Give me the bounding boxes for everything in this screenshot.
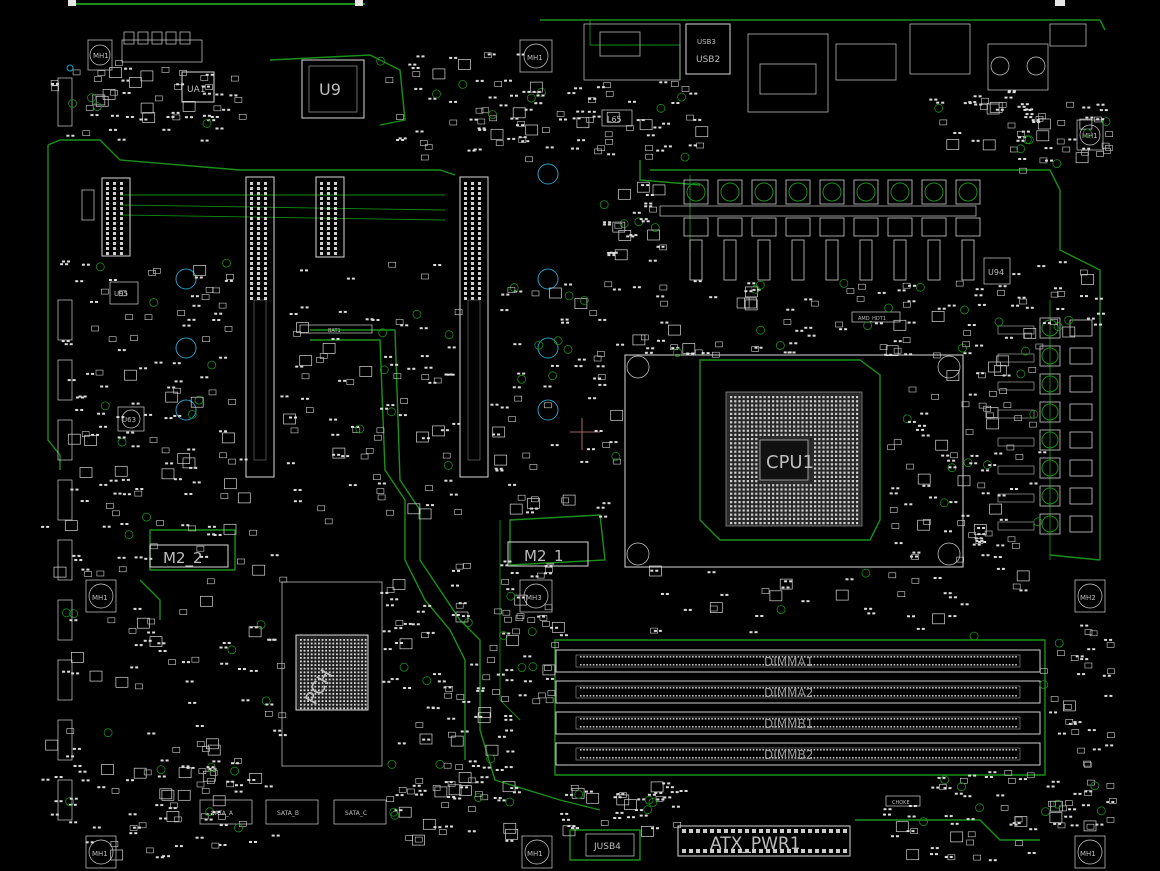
chip-u94-label: U94 — [988, 268, 1004, 277]
chip-u9 — [301, 59, 365, 119]
m2-1-label: M2_1 — [524, 547, 564, 566]
jusb4-trace — [569, 829, 641, 861]
mh-label: MH1 — [527, 850, 543, 858]
smd-components — [41, 52, 1117, 862]
dimm-b2-label: DIMMB2 — [764, 748, 813, 762]
header-top-left — [57, 31, 203, 127]
amd-hdt-label: AMD_HDT1 — [858, 316, 886, 322]
jusb4-header — [585, 833, 635, 857]
vrm-choke-column — [997, 317, 1093, 535]
vrm-choke-row — [683, 179, 981, 281]
io-trace — [589, 20, 681, 80]
pcie-slot-right — [459, 176, 489, 478]
sata-b-label: SATA_B — [277, 810, 299, 817]
sata-c-label: SATA_C — [345, 810, 367, 817]
misc-trace-left — [139, 579, 161, 620]
chip-ua1 — [181, 71, 215, 103]
dimm-b1-label: DIMMB1 — [764, 717, 813, 731]
mh-label: MH1 — [92, 850, 108, 858]
chip-u95 — [109, 281, 139, 305]
misc-trace-c — [499, 520, 521, 721]
mounting-holes — [66, 64, 559, 421]
choke-label: CHOKE — [892, 800, 910, 806]
atx-power-connector — [677, 825, 851, 857]
cpu-pin-grid — [730, 396, 859, 525]
atx-power-label: ATX_PWR1 — [710, 834, 801, 854]
right-vrm-trace — [650, 169, 1101, 560]
left-edge-trace — [47, 145, 61, 470]
pcie-slot-mid — [315, 176, 345, 258]
amd-hdt-header — [851, 311, 901, 323]
chip-u94 — [983, 257, 1011, 285]
mh-label: MH1 — [527, 54, 543, 62]
mh-label: MH1 — [93, 52, 109, 60]
battery-label: BAT1 — [328, 328, 341, 334]
mh3-label: MH3 — [526, 594, 542, 602]
m2-1-slot — [507, 541, 589, 567]
inductor-l65-label: L65 — [607, 115, 622, 124]
pcie-bus-traces — [119, 194, 446, 221]
mh2-label: MH2 — [1080, 594, 1096, 602]
atx-power-pins — [682, 829, 847, 853]
dimm-a2-label: DIMMA2 — [764, 686, 813, 700]
cpu-socket-trace — [699, 359, 881, 541]
mh-label: MH1 — [92, 594, 108, 602]
top-pad — [68, 0, 76, 6]
sata-connectors — [199, 799, 387, 825]
right-vrm-trace-2 — [1049, 554, 1101, 561]
dimm-a1-label: DIMMA1 — [764, 655, 813, 669]
battery-holder — [299, 324, 373, 334]
io-connectors — [583, 23, 1087, 113]
usb2-label: USB2 — [696, 55, 720, 65]
bottom-right-trace — [855, 819, 1040, 841]
crosshair-marker — [570, 418, 600, 450]
usb3-label: USB3 — [697, 38, 716, 46]
pcie-x1-left — [81, 177, 131, 257]
misc-trace-top — [639, 160, 701, 186]
jusb4-label: JUSB4 — [593, 842, 621, 852]
chip-u9-label: U9 — [319, 80, 341, 99]
center-long-trace-2 — [310, 339, 466, 760]
m2-2-label: M2_2 — [163, 549, 203, 568]
sata-a-label: SATA_A — [211, 810, 234, 817]
cpu-label: CPU1 — [766, 452, 814, 473]
u9-trace — [269, 54, 406, 126]
mh-label: MH1 — [1080, 850, 1096, 858]
chip-ua1-label: UA1 — [187, 85, 205, 95]
center-long-trace — [310, 329, 601, 811]
dimm-zone-trace — [554, 639, 1046, 776]
top-pad — [1055, 0, 1065, 6]
mh-pads — [85, 39, 1106, 869]
chip-u95-label: U95 — [114, 290, 128, 298]
chip-u63-label: U63 — [122, 416, 136, 424]
m2-1-trace — [509, 514, 606, 566]
dimm-slots — [555, 649, 1041, 766]
inductor-l65 — [601, 109, 633, 127]
pch-ball-grid — [300, 639, 367, 710]
pcie-slot-left — [106, 176, 481, 478]
upper-left-trace — [47, 139, 456, 176]
choke-bottom — [885, 795, 921, 807]
top-io-trace — [540, 19, 1106, 31]
m2-2-slot — [149, 544, 229, 568]
chip-u63 — [117, 406, 145, 432]
vrm-rail — [659, 205, 977, 217]
top-pad — [355, 0, 363, 6]
